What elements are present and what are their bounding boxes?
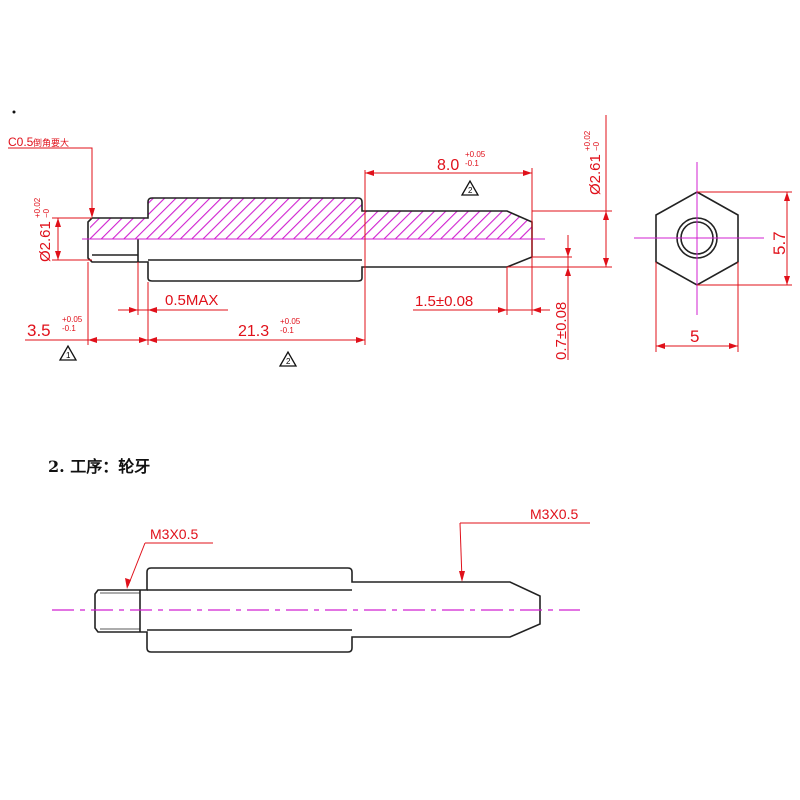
threading-view: M3X0.5 M3X0.5 xyxy=(52,506,590,653)
hex-end-view: 5.7 5 xyxy=(634,162,792,352)
svg-text:+0.05: +0.05 xyxy=(62,315,83,324)
svg-text:-0.1: -0.1 xyxy=(280,326,294,335)
thread-right-label: M3X0.5 xyxy=(530,506,578,522)
datum-flag-3: 2 xyxy=(460,179,480,196)
dot-mark xyxy=(12,110,16,114)
undercut-label: 0.5MAX xyxy=(165,292,218,309)
len-body-label: 21.3 xyxy=(238,323,269,340)
svg-text:+0.02: +0.02 xyxy=(33,197,42,218)
svg-text:−0: −0 xyxy=(42,208,51,218)
len-shaft-label: 8.0 xyxy=(437,157,459,174)
svg-text:-0.1: -0.1 xyxy=(465,159,479,168)
len-stub-label: 3.5 xyxy=(27,321,51,340)
svg-text:−0: −0 xyxy=(592,141,601,151)
chamfer-leader xyxy=(8,147,93,216)
svg-text:+0.05: +0.05 xyxy=(465,150,486,159)
chamfer-note: C0.5 xyxy=(8,135,34,149)
svg-text:+0.05: +0.05 xyxy=(280,317,301,326)
part-section-view xyxy=(82,197,545,282)
hex-corner-width-label: 5.7 xyxy=(770,231,789,255)
chamfer-depth-label: 0.7±0.08 xyxy=(553,302,570,360)
thread-left-label: M3X0.5 xyxy=(150,526,198,542)
svg-text:2: 2 xyxy=(468,186,473,195)
part-outline-2 xyxy=(94,567,541,653)
svg-text:2: 2 xyxy=(286,357,291,366)
dimensions-top: C0.5 倒角要大 Ø2.61 +0.02 −0 0.5MAX 3.5 +0.0… xyxy=(8,115,612,367)
dia-left-label: Ø2.61 xyxy=(37,221,54,262)
dia-right-label: Ø2.61 xyxy=(587,154,604,195)
svg-text:+0.02: +0.02 xyxy=(583,130,592,151)
hatched-section xyxy=(90,198,532,239)
datum-flag-1: 1 xyxy=(58,344,78,361)
svg-text:1: 1 xyxy=(66,351,71,360)
chamfer-note-cn: 倒角要大 xyxy=(33,137,69,148)
datum-flag-2: 2 xyxy=(278,350,298,367)
section-2-title: 2. 工序：轮牙 xyxy=(48,457,150,476)
hex-flat-width-label: 5 xyxy=(690,327,699,346)
chamfer-length-label: 1.5±0.08 xyxy=(415,293,473,310)
svg-text:-0.1: -0.1 xyxy=(62,324,76,333)
